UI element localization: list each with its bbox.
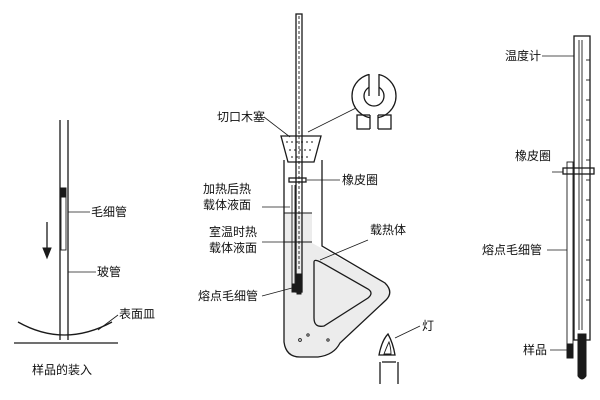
thermometer-label: 温度计 xyxy=(505,48,541,63)
drop-direction-arrow xyxy=(42,222,52,260)
rubber-band-right-label: 橡皮圈 xyxy=(515,149,551,163)
sample-loading-caption: 样品的装入 xyxy=(32,362,92,377)
melting-point-capillary-right xyxy=(566,161,574,359)
room-level-label-line2: 载体液面 xyxy=(209,240,257,255)
rubber-band xyxy=(288,177,307,183)
capillary-tube xyxy=(60,187,67,251)
mp-capillary-label: 熔点毛细管 xyxy=(198,288,258,303)
glass-tube xyxy=(59,120,69,340)
large-thermometer xyxy=(573,35,591,380)
capillary-label: 毛细管 xyxy=(91,204,127,219)
heated-level-label-line2: 载体液面 xyxy=(203,197,251,212)
thermometer xyxy=(295,13,303,295)
lamp-label: 灯 xyxy=(422,319,434,333)
heated-level-label-line1: 加热后热 xyxy=(203,182,251,196)
thiele-tube-panel: 切口木塞 橡皮圈 加热后热 载体液面 室温时热 载体液面 载热体 熔点毛细管 灯 xyxy=(198,13,434,384)
thiele-tube xyxy=(283,160,391,358)
sample-loading-panel: 毛细管 玻管 表面皿 样品的装入 xyxy=(14,120,155,377)
rubber-band-right xyxy=(562,167,595,175)
notched-cork-inset xyxy=(351,70,397,130)
thermometer-scale xyxy=(586,59,590,301)
alcohol-lamp xyxy=(378,332,399,384)
heat-carrier-label: 载热体 xyxy=(370,223,406,237)
cork-stopper xyxy=(280,135,322,163)
room-level-label-line1: 室温时热 xyxy=(209,224,257,239)
thermometer-assembly-panel: 温度计 橡皮圈 熔点毛细管 样品 xyxy=(482,35,595,380)
watch-glass xyxy=(14,321,118,344)
mp-capillary-right-label: 熔点毛细管 xyxy=(482,242,542,257)
glass-tube-label: 玻管 xyxy=(97,264,121,279)
sample-label: 样品 xyxy=(523,342,547,357)
watch-glass-label: 表面皿 xyxy=(119,307,155,321)
cork-label: 切口木塞 xyxy=(217,109,265,124)
rubber-band-label: 橡皮圈 xyxy=(342,173,378,187)
